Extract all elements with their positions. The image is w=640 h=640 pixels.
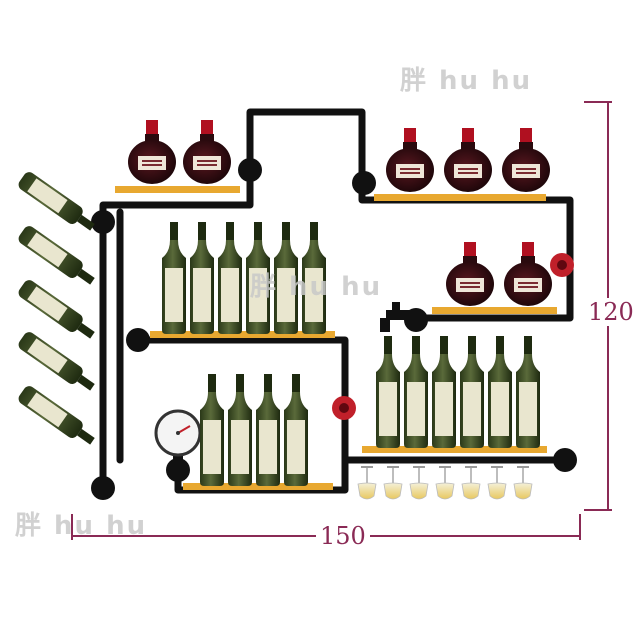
watermark-center: 胖 hu hu: [250, 272, 383, 302]
wooden-shelves: [115, 186, 557, 490]
jug-bottles-top-left: [128, 120, 231, 184]
pressure-gauge: [154, 409, 202, 470]
faucet-tap: [380, 302, 416, 332]
hanging-wine-glasses: [357, 465, 533, 500]
width-dimension-label: 150: [316, 522, 370, 550]
wine-bottles-lower-right: [376, 336, 540, 448]
jug-bottles-top-right: [386, 128, 550, 192]
watermark-bottom: 胖 hu hu: [15, 511, 148, 541]
jug-bottles-middle-right: [446, 242, 552, 306]
watermark-top: 胖 hu hu: [400, 66, 533, 96]
height-dimension-label: 120: [584, 298, 638, 326]
side-wine-bottles: [16, 169, 99, 450]
wine-bottles-bottom-left: [200, 374, 308, 486]
pipe-frame: [99, 108, 574, 494]
valve-wheels: [332, 253, 574, 420]
